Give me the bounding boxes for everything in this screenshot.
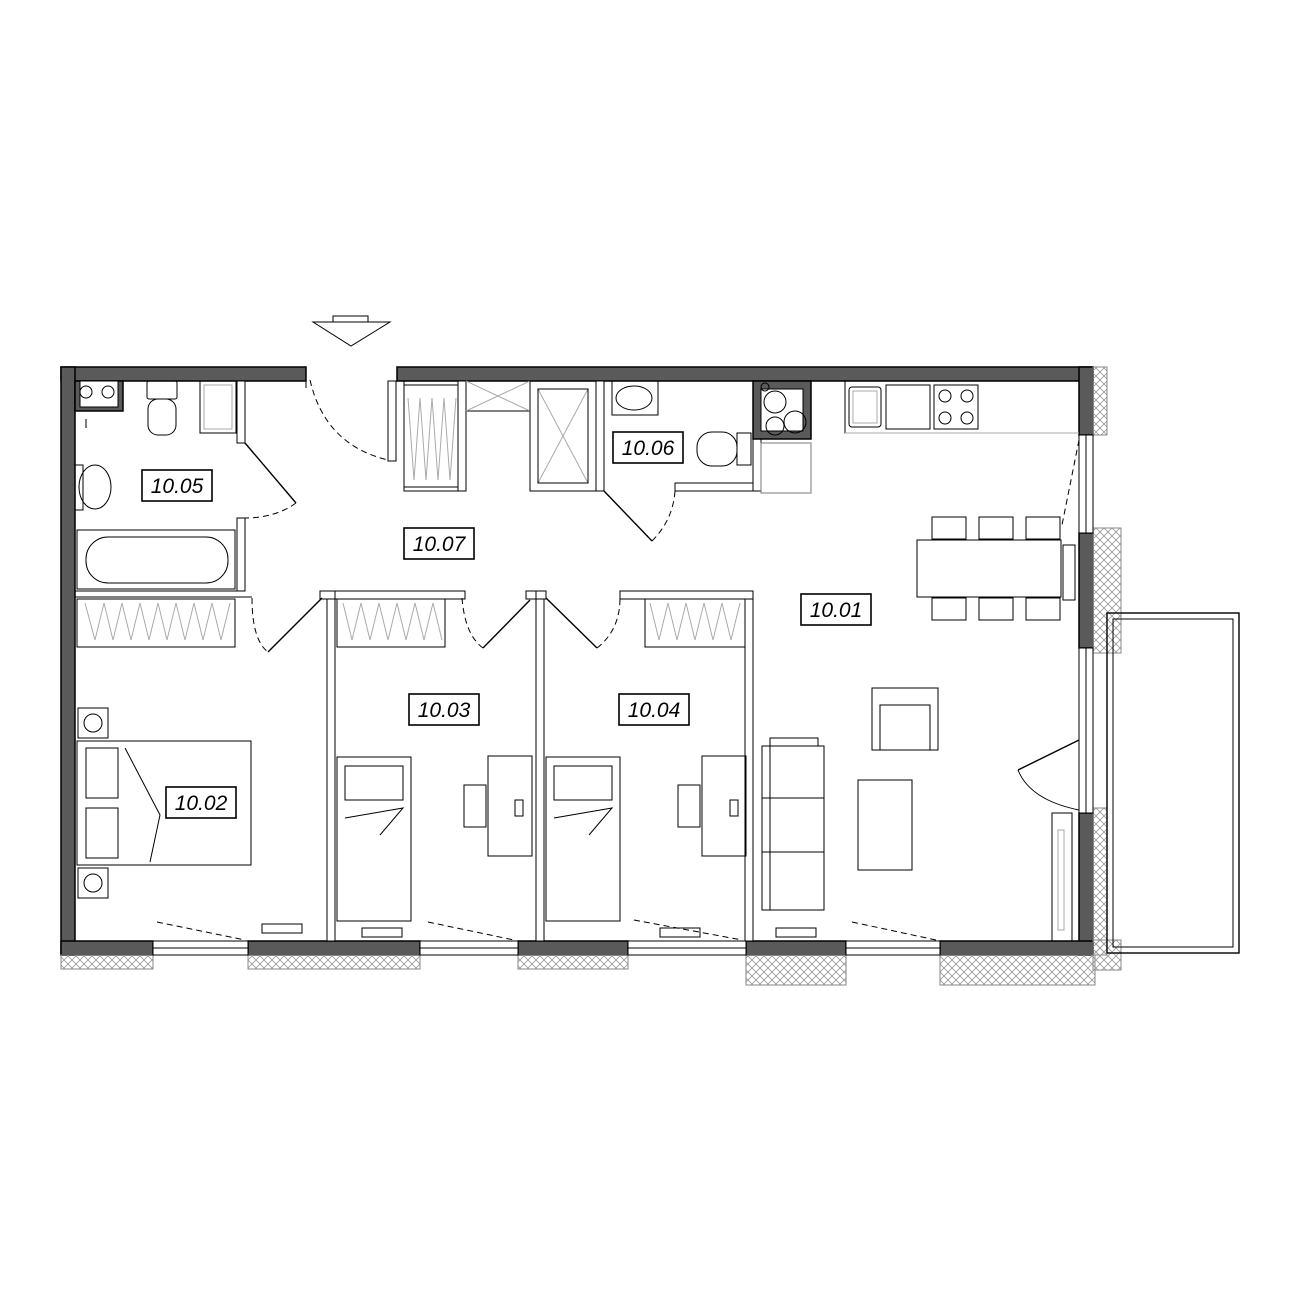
room-label-10.04: 10.04 (618, 693, 690, 726)
room-label-10.02: 10.02 (165, 786, 237, 819)
windows-right (1061, 434, 1094, 814)
room-label-10.05: 10.05 (141, 469, 213, 502)
bedroom-3-furniture (336, 755, 533, 938)
living-room-furniture (761, 687, 1073, 942)
entrance-arrow-icon (311, 315, 392, 347)
room-label-text: 10.06 (622, 437, 675, 460)
bedroom-main-furniture (76, 707, 303, 934)
bathroom-fixtures (74, 380, 237, 590)
balcony (1106, 612, 1240, 954)
doors (244, 379, 1080, 811)
room-label-text: 10.03 (418, 699, 471, 722)
bedroom-4-furniture (545, 755, 817, 938)
room-label-text: 10.04 (628, 699, 681, 722)
room-label-text: 10.05 (151, 475, 204, 498)
room-label-10.01: 10.01 (800, 593, 872, 626)
ventilation-icon (760, 382, 770, 392)
room-label-text: 10.01 (810, 599, 863, 622)
interior-walls (75, 380, 812, 942)
room-label-10.03: 10.03 (408, 693, 480, 726)
room-label-10.07: 10.07 (403, 527, 475, 560)
wc-fixtures (611, 380, 812, 494)
dining-table (916, 516, 1076, 621)
room-label-text: 10.07 (413, 533, 467, 556)
riser-icon (79, 385, 93, 399)
kitchen (844, 380, 1080, 434)
exterior-walls (60, 366, 1094, 956)
wardrobes (76, 384, 746, 648)
insulation (60, 366, 1122, 986)
room-label-text: 10.02 (175, 792, 228, 815)
room-label-10.06: 10.06 (612, 431, 684, 464)
windows-bottom (152, 919, 941, 956)
